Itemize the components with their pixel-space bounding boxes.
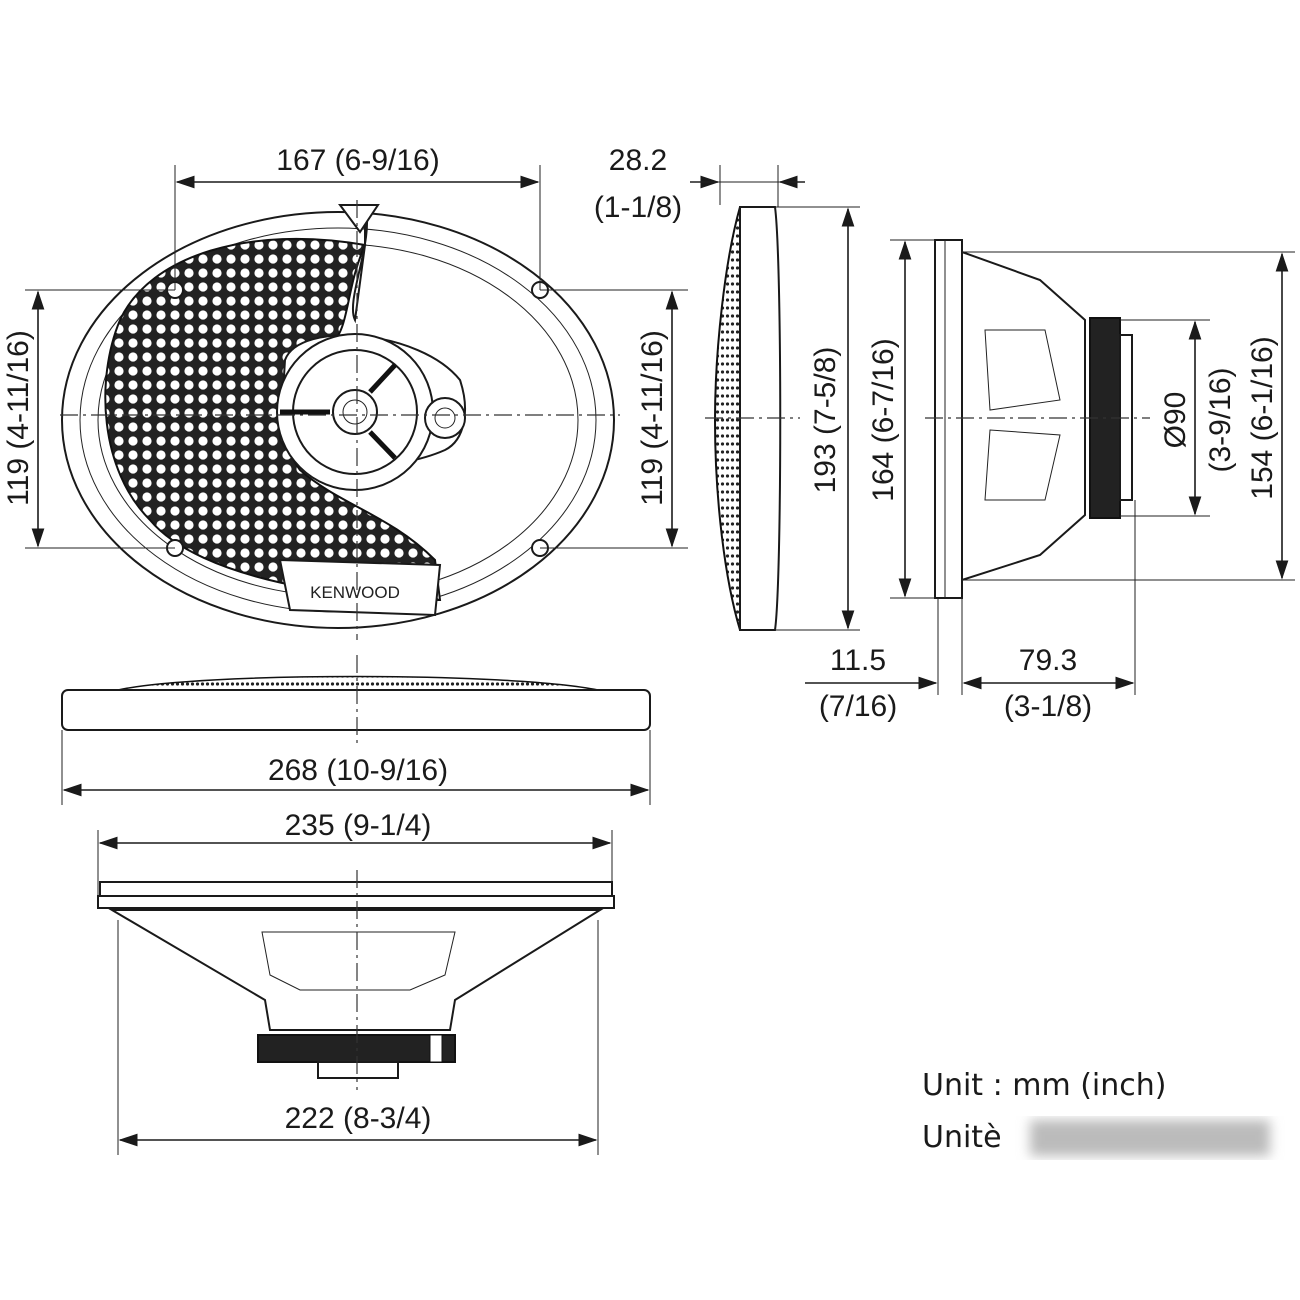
unit-label-en: Unit : mm (inch)	[922, 1068, 1167, 1103]
dim-mounting-depth: 79.3	[1019, 644, 1077, 677]
top-view: 268 (10-9/16)	[61, 655, 651, 805]
grille-tab	[338, 204, 380, 234]
side-view: 28.2 (1-1/8) 193 (7-5/8)	[594, 144, 860, 631]
dim-overall-height: 193 (7-5/8)	[809, 347, 842, 494]
dim-mounting-height: 164 (6-7/16)	[867, 338, 900, 501]
super-tweeter	[424, 397, 466, 439]
dim-basket-height: 154 (6-1/16)	[1246, 336, 1279, 499]
bottom-grille-edge	[99, 881, 613, 897]
unit-label-fr: Unitè	[922, 1120, 1002, 1155]
front-view: KENWOOD 167 (6-9/16) 119 (4-11/16) 119 (…	[2, 144, 688, 640]
dim-flange-depth: 11.5	[830, 644, 886, 677]
dim-cutout-width: 222 (8-3/4)	[285, 1102, 432, 1135]
dim-flange-depth-inch: (7/16)	[819, 690, 897, 723]
dim-grille-depth-inch: (1-1/8)	[594, 191, 682, 224]
dim-magnet-diameter-inch: (3-9/16)	[1204, 367, 1237, 472]
dim-magnet-diameter: Ø90	[1159, 392, 1192, 449]
dim-grille-depth: 28.2	[609, 144, 667, 177]
bottom-view: 235 (9-1/4) 222 (8-3/4)	[97, 809, 615, 1155]
dim-height-right: 119 (4-11/16)	[636, 330, 669, 506]
logo-badge	[278, 558, 442, 617]
dim-overall-width: 268 (10-9/16)	[268, 754, 448, 787]
dim-flange-width: 235 (9-1/4)	[285, 809, 432, 842]
tweeter-dome	[332, 389, 378, 435]
blurred-region	[1030, 1120, 1270, 1156]
top-frame	[61, 689, 651, 731]
bottom-basket	[108, 909, 604, 1031]
dim-mounting-depth-inch: (3-1/8)	[1004, 690, 1092, 723]
bottom-flange	[97, 895, 615, 909]
dim-hole-spacing: 167 (6-9/16)	[276, 144, 439, 177]
brand-logo: KENWOOD	[310, 583, 400, 602]
profile-view: 164 (6-7/16) Ø90 (3-9/16) 154 (6-1/16) 1…	[805, 239, 1295, 723]
dim-height-left: 119 (4-11/16)	[2, 330, 35, 506]
side-grille	[713, 206, 741, 631]
grille-mesh	[104, 237, 442, 602]
unit-legend: Unit : mm (inch) Unitè	[922, 1068, 1270, 1156]
mounting-flange	[934, 239, 963, 599]
basket	[961, 250, 1086, 582]
